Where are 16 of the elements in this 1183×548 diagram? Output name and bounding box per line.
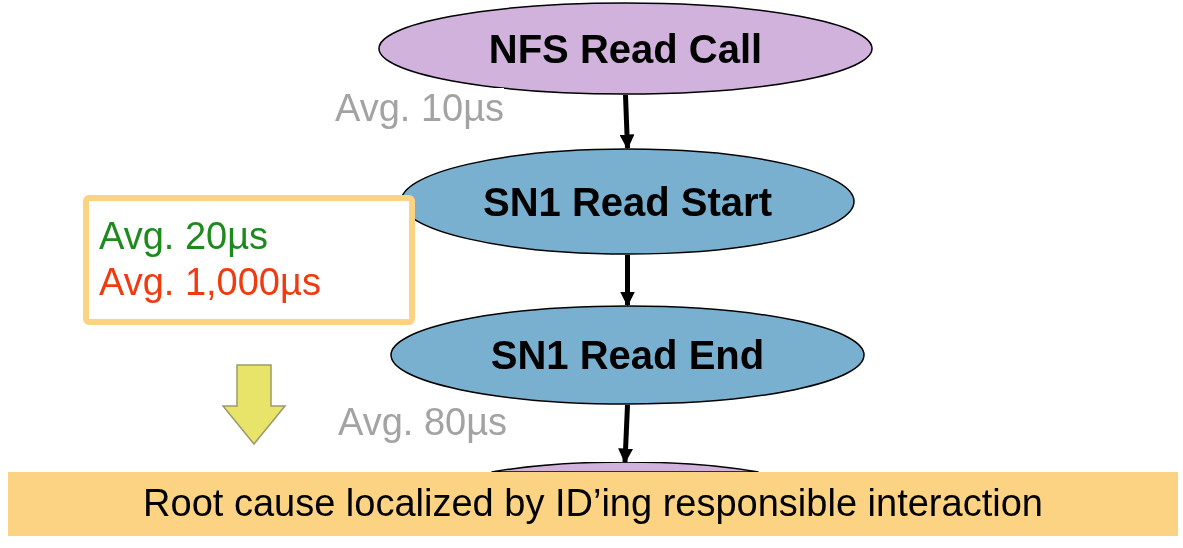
event-name: SN1 Read Start <box>483 178 772 226</box>
event-name: SN1 Read End <box>490 332 765 379</box>
block-arrow <box>221 364 287 446</box>
arrow <box>619 94 635 150</box>
event-ellipse <box>400 148 855 255</box>
event-ellipse <box>390 305 865 405</box>
edge-label: Avg. 10µs <box>335 88 505 130</box>
conclusion-banner <box>8 472 1178 536</box>
latency-value: Avg. 1,000µs <box>99 260 321 305</box>
conclusion-text: Root cause localized by ID’ing responsible interaction <box>143 481 1043 527</box>
event-ellipse <box>378 2 873 95</box>
latency-value: Avg. 20µs <box>99 214 269 260</box>
arrow <box>618 404 634 464</box>
event-name: NFS Read Call <box>488 25 763 73</box>
arrow <box>620 255 635 307</box>
latency-box <box>83 195 415 325</box>
